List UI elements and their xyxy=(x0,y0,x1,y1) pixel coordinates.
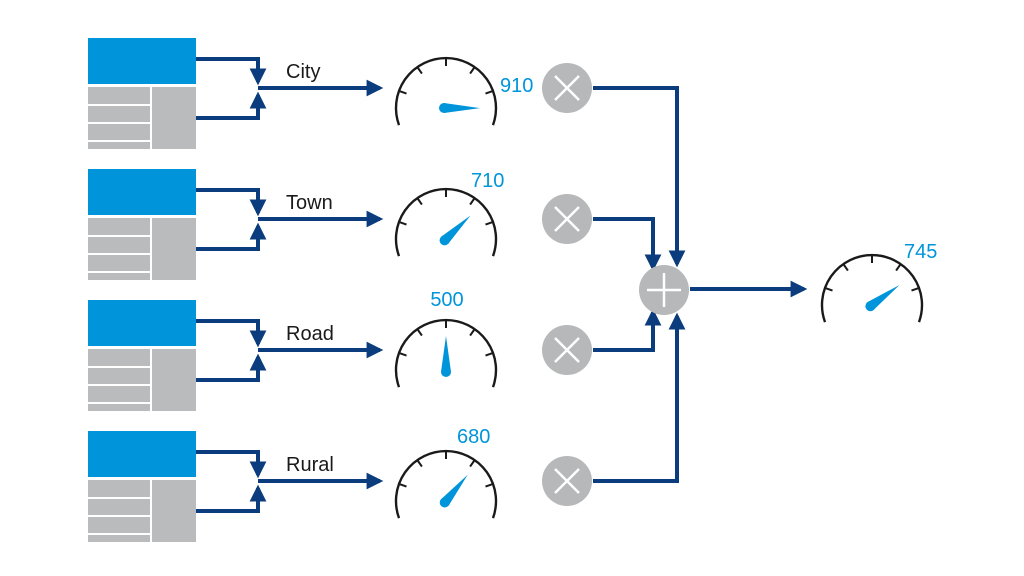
feed-arrow-bottom xyxy=(196,484,267,513)
feed-arrow-bottom xyxy=(196,353,267,382)
merge-layer: 745 xyxy=(593,86,937,483)
row-label: Road xyxy=(286,323,334,345)
feed-arrow-top xyxy=(196,319,267,348)
doc-header xyxy=(88,300,196,346)
speedometer-gauge-icon xyxy=(394,187,498,257)
merge-arrow-rural xyxy=(593,312,686,483)
gauge-hub xyxy=(439,497,450,508)
document-table-icon xyxy=(88,431,196,542)
doc-body xyxy=(88,349,196,411)
gauge-tick xyxy=(469,459,476,468)
gauge-arc xyxy=(394,449,498,519)
feed-arrow-top xyxy=(196,450,267,479)
document-table-icon xyxy=(88,169,196,280)
gauge-needle xyxy=(441,215,471,244)
multiply-circle-icon xyxy=(542,194,592,244)
gauge-tick xyxy=(824,286,833,292)
gauge-tick xyxy=(485,220,494,226)
gauge-tick xyxy=(895,263,902,272)
gauge-tick xyxy=(416,66,423,75)
speedometer-gauge-icon xyxy=(394,449,498,519)
gauge-tick xyxy=(485,89,494,95)
speedometer-gauge-icon xyxy=(394,56,498,126)
multiply-circle-icon xyxy=(542,456,592,506)
speedometer-gauge-icon xyxy=(820,253,924,323)
gauge-tick xyxy=(469,197,476,206)
gauge-arc xyxy=(394,56,498,126)
gauge-tick xyxy=(469,328,476,337)
gauge-tick xyxy=(398,351,407,357)
doc-header xyxy=(88,169,196,215)
gauge-tick xyxy=(842,263,849,272)
gauge-hub xyxy=(865,301,876,312)
gauge-tick xyxy=(398,220,407,226)
plus-circle-icon xyxy=(639,265,689,315)
doc-header xyxy=(88,38,196,84)
merge-arrow-road xyxy=(593,308,662,352)
document-table-icon xyxy=(88,300,196,411)
gauge-needle xyxy=(441,336,451,372)
operator-stroke xyxy=(554,468,580,494)
doc-body xyxy=(88,218,196,280)
gauge-tick xyxy=(485,351,494,357)
document-table-icon xyxy=(88,38,196,149)
gauge-value: 500 xyxy=(430,289,463,311)
gauge-arc xyxy=(820,253,924,323)
feed-arrow-bottom xyxy=(196,91,267,120)
row-road: Road 500 xyxy=(88,289,592,411)
gauge-value: 745 xyxy=(904,241,937,263)
gauge-value: 710 xyxy=(471,170,504,192)
feed-arrow-bottom xyxy=(196,222,267,251)
gauge-tick xyxy=(485,482,494,488)
doc-header xyxy=(88,431,196,477)
gauge-tick xyxy=(398,482,407,488)
multiply-circle-icon xyxy=(542,325,592,375)
merge-arrow-town xyxy=(593,217,662,272)
speedometer-gauge-icon xyxy=(394,318,498,388)
doc-body xyxy=(88,87,196,149)
gauge-tick xyxy=(911,286,920,292)
operator-stroke xyxy=(554,75,580,101)
row-label: Town xyxy=(286,192,333,214)
multiply-circle-icon xyxy=(542,63,592,113)
operator-stroke xyxy=(554,337,580,363)
row-town: Town 710 xyxy=(88,169,592,280)
gauge-tick xyxy=(398,89,407,95)
gauge-tick xyxy=(469,66,476,75)
operator-stroke xyxy=(554,206,580,232)
gauge-hub xyxy=(439,103,449,113)
gauge-tick xyxy=(416,328,423,337)
row-rural: Rural 680 xyxy=(88,426,592,542)
gauge-needle xyxy=(444,103,480,113)
row-label: City xyxy=(286,61,320,83)
gauge-needle xyxy=(867,285,900,311)
feed-arrow-top xyxy=(196,57,267,86)
gauge-tick xyxy=(416,197,423,206)
gauge-tick xyxy=(416,459,423,468)
gauge-arc xyxy=(394,187,498,257)
merge-arrow-city xyxy=(593,86,686,268)
gauge-value: 680 xyxy=(457,426,490,448)
gauge-hub xyxy=(441,367,451,377)
row-label: Rural xyxy=(286,454,334,476)
gauge-needle xyxy=(440,474,468,506)
row-city: City 910 xyxy=(88,38,592,149)
doc-body xyxy=(88,480,196,542)
gauge-value: 910 xyxy=(500,75,533,97)
gauge-hub xyxy=(439,235,450,246)
feed-arrow-top xyxy=(196,188,267,217)
